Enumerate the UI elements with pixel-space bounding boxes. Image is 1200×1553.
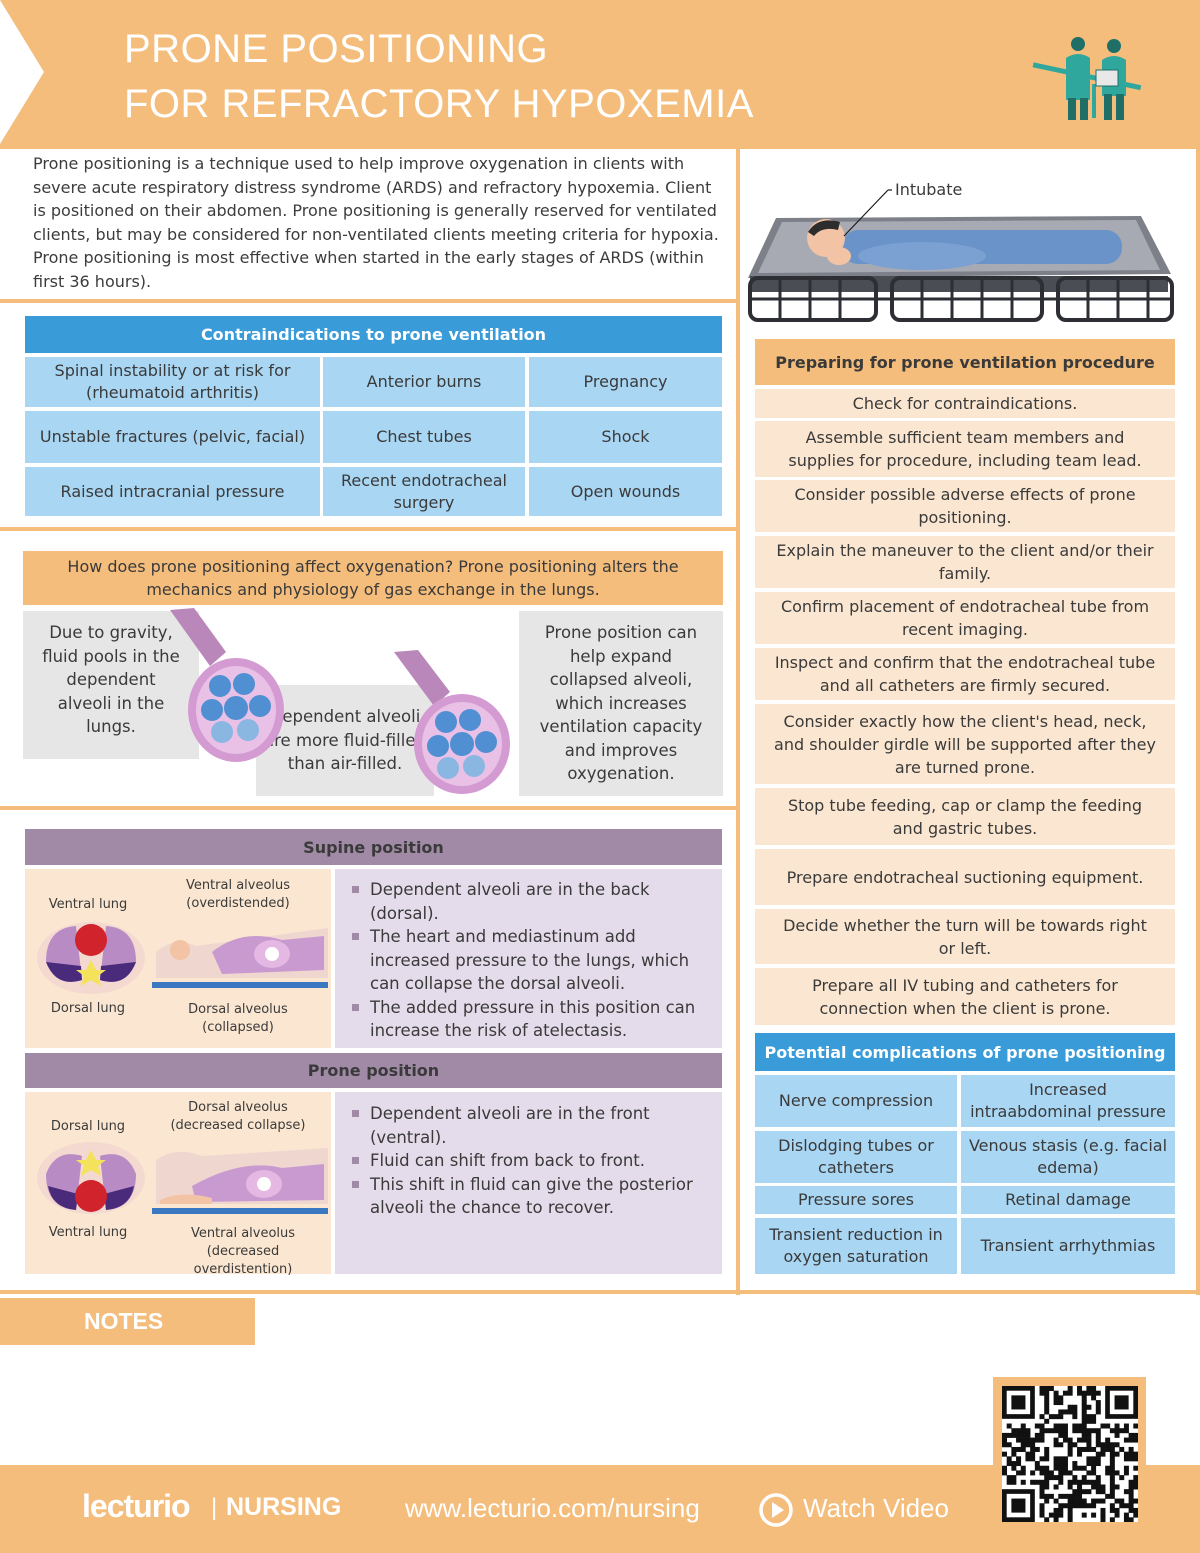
preparing-step: Assemble sufficient team members and sup… <box>755 421 1175 477</box>
complication-cell: Increased intraabdominal pressure <box>961 1075 1175 1127</box>
contraindication-cell: Open wounds <box>529 467 722 516</box>
preparing-step: Consider exactly how the client's head, … <box>755 704 1175 784</box>
supine-lung-cross-section <box>37 922 145 994</box>
qr-code[interactable] <box>1002 1386 1138 1522</box>
supine-bullets-panel <box>335 869 722 1048</box>
prone-alveolus-illustration <box>152 1148 328 1214</box>
oxygenation-question: How does prone positioning affect oxygen… <box>23 551 723 605</box>
supine-bullet: The heart and mediastinum add increased … <box>348 925 718 996</box>
prone-alveolus-bottom-label: Ventral alveolus (decreased overdistenti… <box>190 1226 296 1277</box>
supine-bullet: The added pressure in this position can … <box>348 996 718 1043</box>
dependent-alveoli-box: Dependent alveoli are more fluid-filled … <box>256 685 434 796</box>
watch-video-link[interactable]: Watch Video <box>803 1493 949 1523</box>
preparing-step: Confirm placement of endotracheal tube f… <box>755 592 1175 644</box>
supine-alveolus-bottom-label: Dorsal alveolus (collapsed) <box>188 1002 288 1035</box>
prone-expand-box: Prone position can help expand collapsed… <box>519 611 723 796</box>
contraindication-cell: Shock <box>529 411 722 463</box>
complication-cell: Retinal damage <box>961 1186 1175 1214</box>
play-icon[interactable] <box>758 1492 794 1528</box>
complication-cell: Dislodging tubes or catheters <box>755 1131 957 1183</box>
contraindication-cell: Anterior burns <box>323 357 525 407</box>
header-banner <box>0 0 1200 145</box>
contraindication-cell: Spinal instability or at risk for (rheum… <box>25 357 320 407</box>
prone-dorsal-lung-label: Dorsal lung <box>50 1119 126 1134</box>
preparing-step: Decide whether the turn will be towards … <box>755 909 1175 964</box>
intubate-label: Intubate <box>895 180 963 199</box>
divider <box>0 527 738 531</box>
preparing-step: Consider possible adverse effects of pro… <box>755 480 1175 532</box>
complications-title: Potential complications of prone positio… <box>755 1033 1175 1071</box>
prone-title: Prone position <box>25 1053 722 1088</box>
prone-lung-cross-section <box>37 1142 145 1214</box>
preparing-step: Prepare all IV tubing and catheters for … <box>755 968 1175 1025</box>
page-title: PRONE POSITIONING FOR REFRACTORY HYPOXEM… <box>124 22 754 132</box>
gravity-box: Due to gravity, fluid pools in the depen… <box>23 611 199 759</box>
notes-bar <box>0 1298 255 1345</box>
footer-separator: | <box>211 1494 218 1521</box>
supine-alveolus-top-label: Ventral alveolus (overdistended) <box>185 878 291 911</box>
right-border <box>1196 145 1200 1295</box>
complication-cell: Transient reduction in oxygen saturation <box>755 1218 957 1274</box>
supine-bullet-list: Dependent alveoli are in the back (dorsa… <box>348 878 718 1043</box>
preparing-title: Preparing for prone ventilation procedur… <box>755 339 1175 385</box>
medical-team-icon <box>1032 37 1142 120</box>
footer-section: NURSING <box>226 1493 342 1521</box>
supine-title: Supine position <box>25 829 722 865</box>
footer-url-link[interactable]: www.lecturio.com/nursing <box>405 1493 700 1523</box>
supine-dorsal-lung-label: Dorsal lung <box>50 1001 126 1016</box>
contraindication-cell: Recent endotracheal surgery <box>323 467 525 516</box>
prone-bullet: Fluid can shift from back to front. <box>348 1149 718 1173</box>
supine-bullet: Dependent alveoli are in the back (dorsa… <box>348 878 718 925</box>
prone-bullet: Dependent alveoli are in the front (vent… <box>348 1102 718 1149</box>
column-divider <box>736 145 740 1295</box>
title-line-1: PRONE POSITIONING <box>124 27 549 71</box>
divider <box>0 299 738 303</box>
header-chevron <box>0 0 44 144</box>
patient-bed-illustration <box>748 189 1174 322</box>
lecturio-logo[interactable]: lecturio <box>82 1488 191 1524</box>
preparing-step: Check for contraindications. <box>755 389 1175 418</box>
prone-bullet: This shift in fluid can give the posteri… <box>348 1173 718 1220</box>
complication-cell: Venous stasis (e.g. facial edema) <box>961 1131 1175 1183</box>
preparing-step: Inspect and confirm that the endotrachea… <box>755 648 1175 700</box>
contraindication-cell: Raised intracranial pressure <box>25 467 320 516</box>
prone-bullet-list: Dependent alveoli are in the front (vent… <box>348 1102 718 1220</box>
intro-paragraph: Prone positioning is a technique used to… <box>33 154 719 291</box>
complication-cell: Pressure sores <box>755 1186 957 1214</box>
prone-ventral-lung-label: Ventral lung <box>48 1225 128 1240</box>
complication-cell: Transient arrhythmias <box>961 1218 1175 1274</box>
contraindication-cell: Unstable fractures (pelvic, facial) <box>25 411 320 463</box>
divider <box>0 806 738 810</box>
divider <box>0 1290 1200 1294</box>
complication-cell: Nerve compression <box>755 1075 957 1127</box>
preparing-step: Explain the maneuver to the client and/o… <box>755 536 1175 588</box>
preparing-step: Prepare endotracheal suctioning equipmen… <box>755 849 1175 905</box>
title-line-2: FOR REFRACTORY HYPOXEMIA <box>124 82 754 126</box>
notes-label: NOTES <box>84 1308 164 1334</box>
preparing-step: Stop tube feeding, cap or clamp the feed… <box>755 788 1175 845</box>
prone-bullets-panel <box>335 1092 722 1274</box>
prone-alveolus-top-label: Dorsal alveolus (decreased collapse) <box>170 1100 306 1133</box>
supine-ventral-lung-label: Ventral lung <box>48 897 128 912</box>
supine-alveolus-illustration <box>152 928 328 988</box>
alveoli-cluster-illustration <box>394 650 510 794</box>
contraindication-cell: Chest tubes <box>323 411 525 463</box>
divider <box>0 145 1200 149</box>
alveoli-cluster-illustration <box>170 608 284 762</box>
contraindication-cell: Pregnancy <box>529 357 722 407</box>
contraindications-title: Contraindications to prone ventilation <box>25 316 722 353</box>
